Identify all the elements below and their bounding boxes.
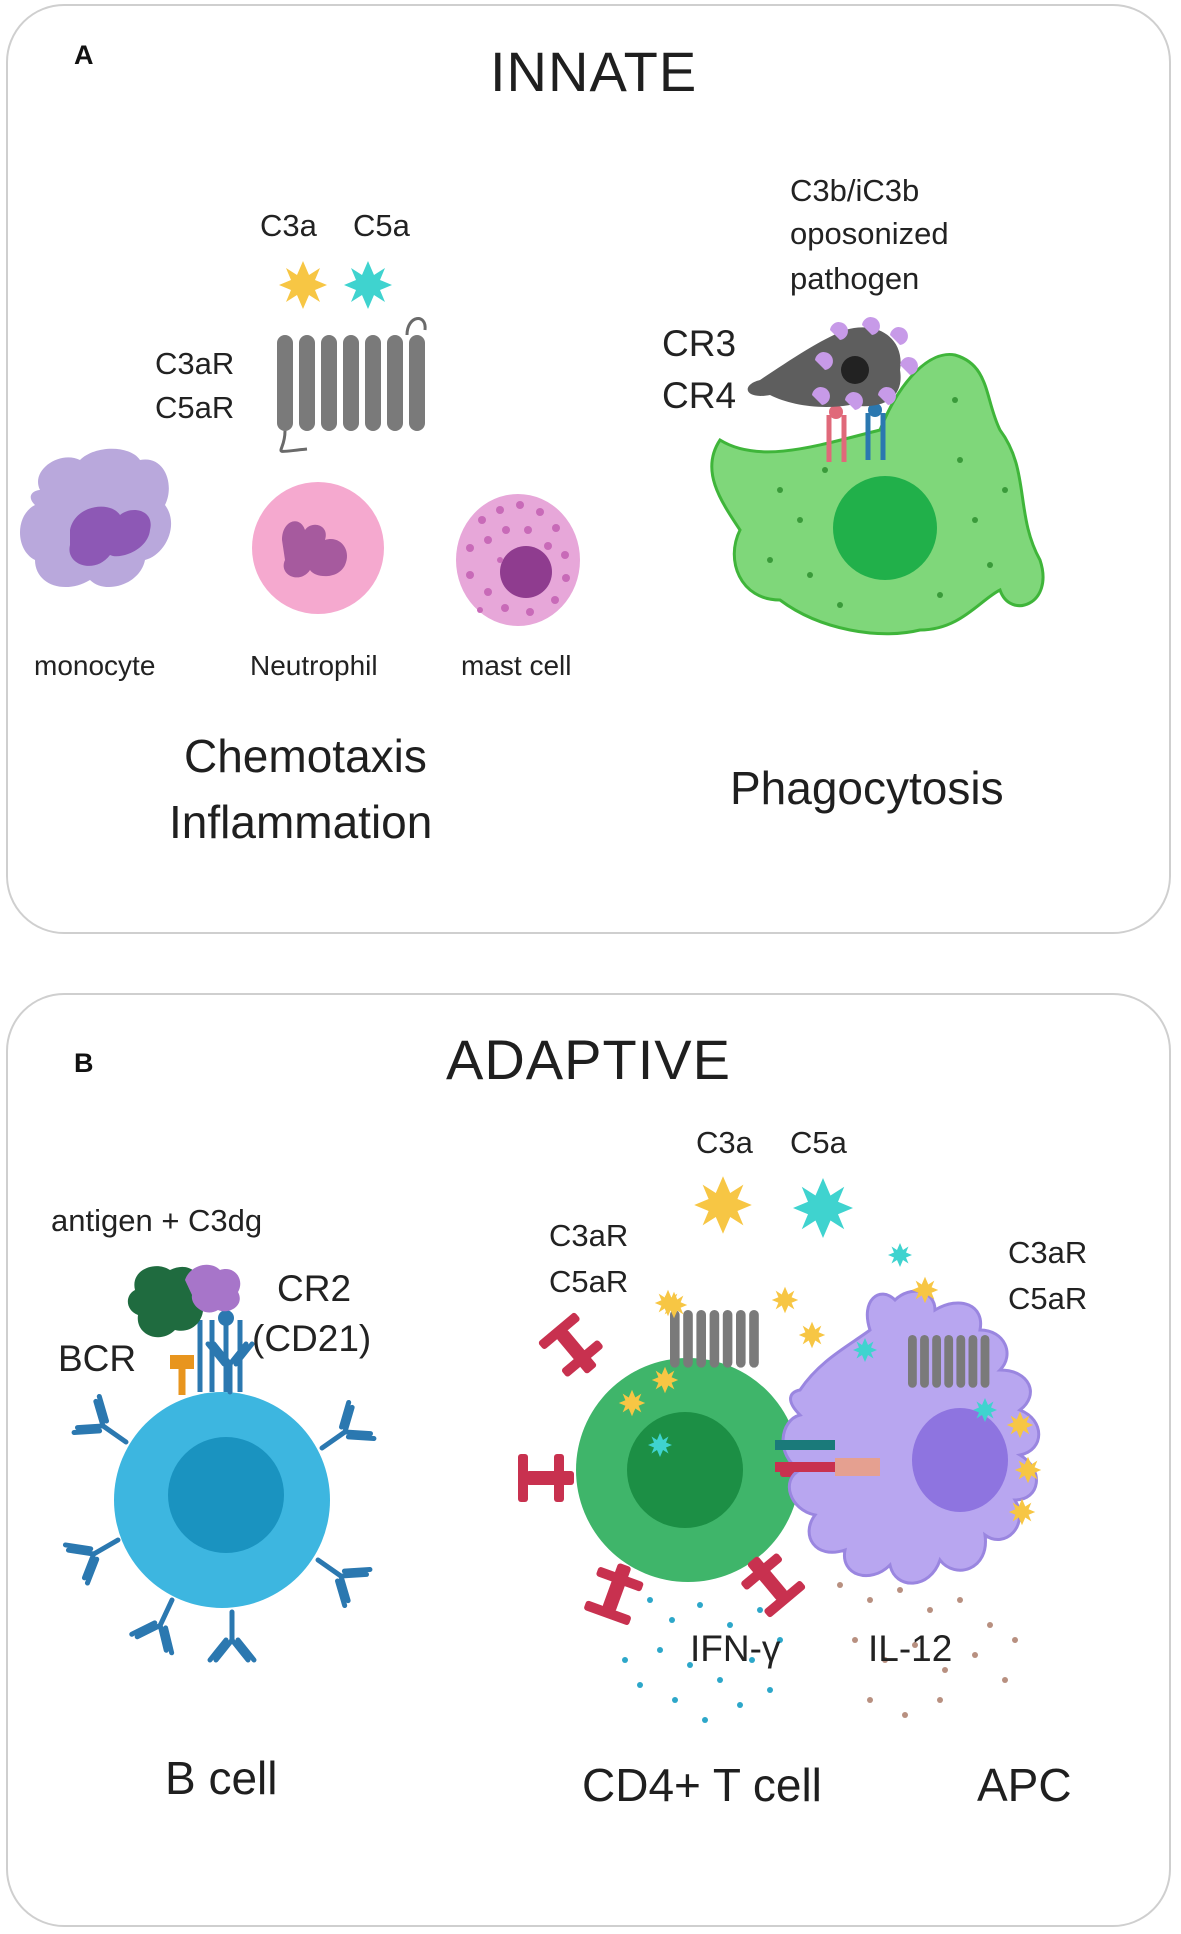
panel-a-title: INNATE (490, 40, 698, 103)
b-cell-label: B cell (165, 1752, 278, 1804)
inflammation-label: Inflammation (169, 796, 433, 848)
t-cell-c5ar-label: C5aR (549, 1264, 629, 1299)
macrophage-icon (710, 352, 1045, 636)
phagocytosis-label: Phagocytosis (730, 762, 1004, 814)
bcr-label: BCR (58, 1338, 137, 1379)
t-cell-label: CD4+ T cell (582, 1759, 822, 1811)
t-cell-icon (518, 1289, 836, 1626)
pathogen-label-line1: C3b/iC3b (790, 173, 920, 208)
c3a-star-icon (279, 261, 327, 309)
c3a-adaptive-label: C3a (696, 1125, 753, 1160)
monocyte-icon (20, 448, 172, 588)
t-cell-c3ar-label: C3aR (549, 1218, 629, 1253)
gpcr-receptor-icon (277, 317, 427, 453)
pathogen-label-line3: pathogen (790, 261, 920, 296)
mast-cell-icon (456, 494, 580, 626)
neutrophil-label: Neutrophil (250, 650, 378, 681)
cd21-label: (CD21) (252, 1318, 372, 1359)
panel-a-letter: A (74, 40, 94, 70)
monocyte-label: monocyte (34, 650, 156, 681)
opsonized-pathogen-icon (747, 317, 918, 410)
ifn-gamma-dots (622, 1597, 783, 1723)
apc-label: APC (977, 1759, 1072, 1811)
antigen-c3dg-label: antigen + C3dg (51, 1203, 263, 1238)
cr2-label: CR2 (277, 1268, 352, 1309)
c5a-adaptive-label: C5a (790, 1125, 847, 1160)
b-cell-icon (65, 1264, 374, 1660)
panel-b-title: ADAPTIVE (446, 1028, 731, 1091)
apc-c3ar-label: C3aR (1008, 1235, 1088, 1270)
c3a-label: C3a (260, 208, 317, 243)
pathogen-label-line2: oposonized (790, 216, 949, 251)
cr3-label: CR3 (662, 323, 737, 364)
ifn-gamma-label: IFN-γ (690, 1628, 781, 1669)
il12-label: IL-12 (868, 1628, 953, 1669)
cr4-label: CR4 (662, 375, 737, 416)
il12-dots (837, 1582, 1018, 1718)
c5a-label: C5a (353, 208, 410, 243)
apc-c5ar-label: C5aR (1008, 1281, 1088, 1316)
c3ar-label: C3aR (155, 346, 235, 381)
c5a-star-icon (344, 261, 392, 309)
chemotaxis-label: Chemotaxis (184, 730, 427, 782)
mast-cell-label: mast cell (461, 650, 572, 681)
neutrophil-icon (252, 482, 384, 614)
apc-icon (775, 1243, 1042, 1585)
c5ar-label: C5aR (155, 390, 235, 425)
panel-b-letter: B (74, 1048, 94, 1078)
